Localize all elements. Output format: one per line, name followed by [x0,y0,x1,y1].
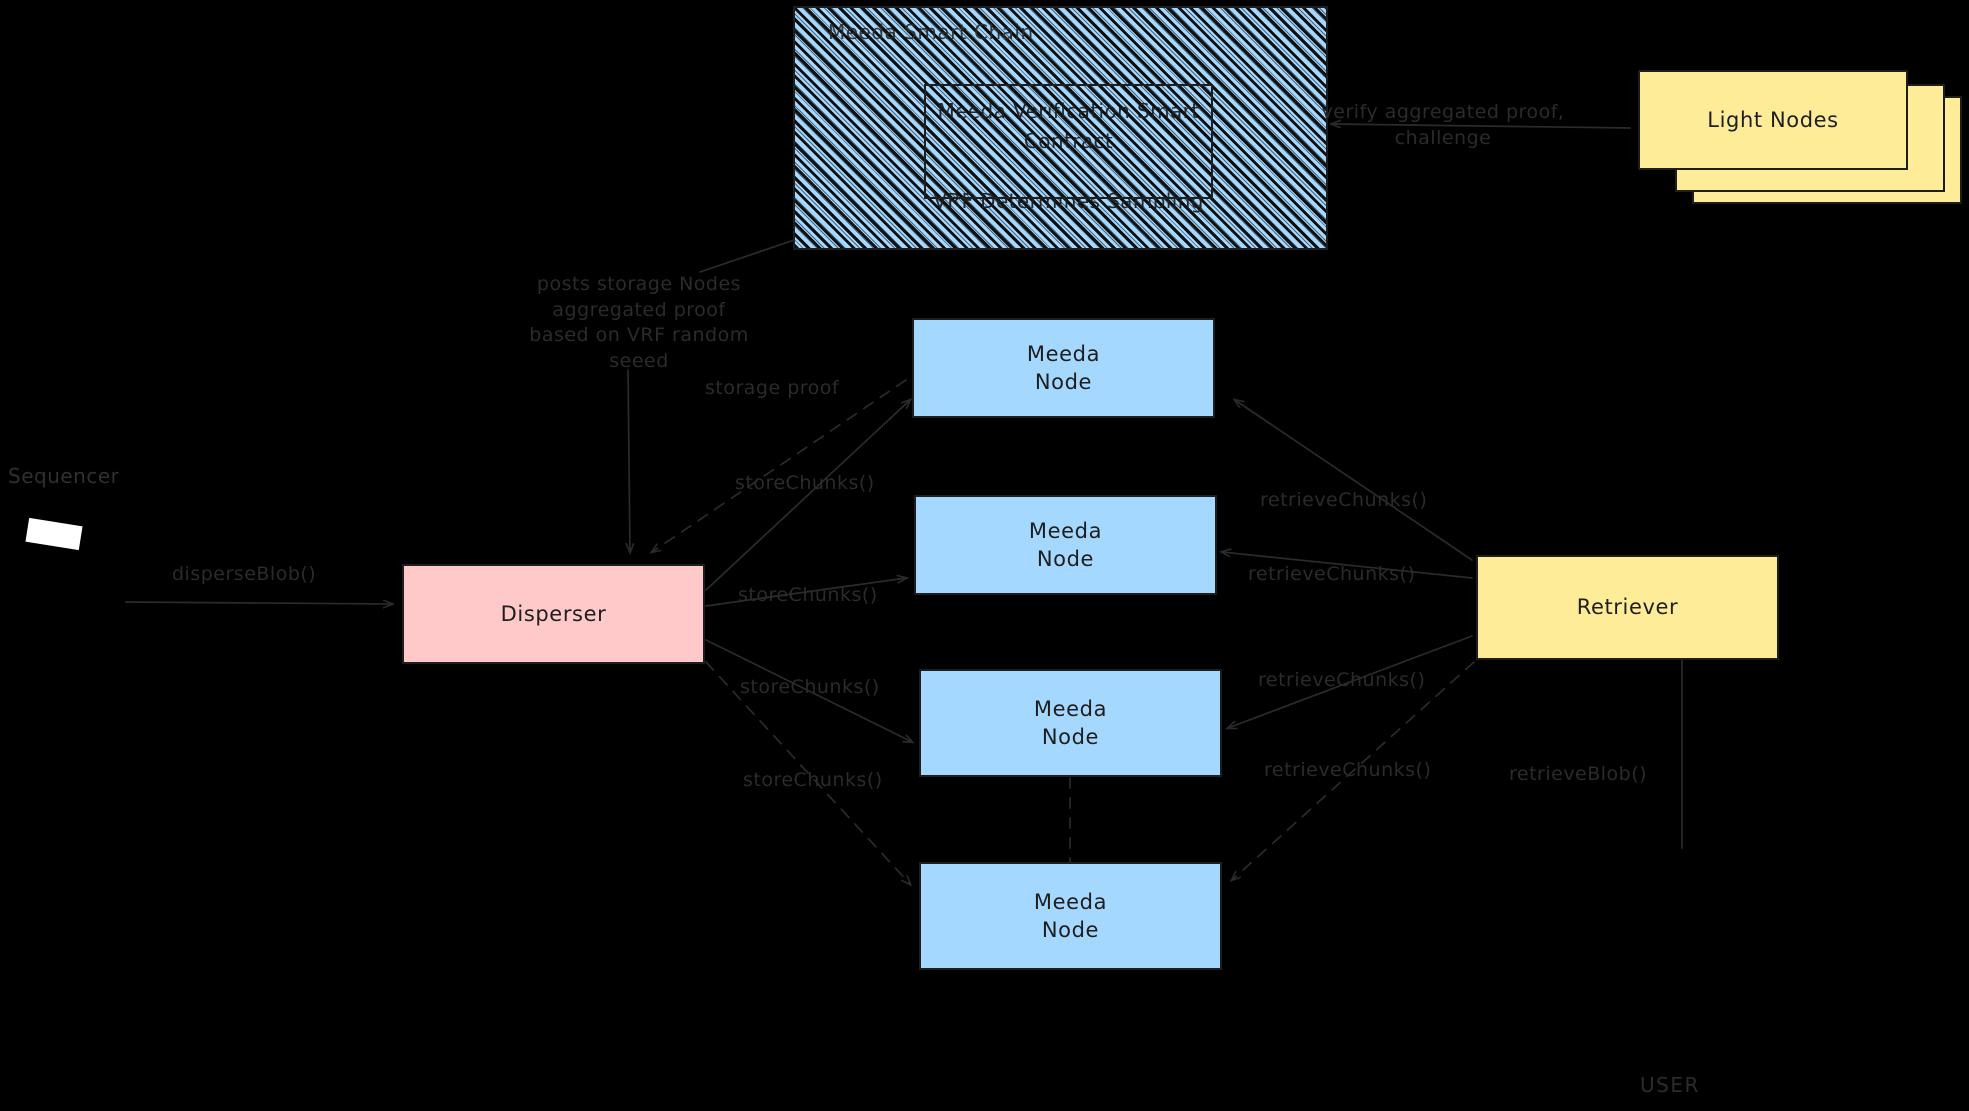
edge-retrieve-chunks-1 [1235,400,1473,561]
retriever-label: Retriever [1576,595,1679,620]
edge-label-posts-proof: posts storage Nodes aggregated proof bas… [529,273,749,372]
light-nodes-box[interactable]: Light Nodes [1638,70,1908,170]
edge-disperse-blob [125,602,392,604]
edge-label-store-chunks-2: storeChunks() [738,584,878,606]
user-label: USER [1640,1073,1700,1097]
sequencer-chip [25,517,83,551]
meeda-node-label-3: Meeda Node [1033,696,1108,749]
edge-label-retrieve-chunks-3: retrieveChunks() [1258,669,1426,691]
edge-label-verify-proof: verify aggregated proof, challenge [1321,101,1565,149]
edge-storage-proof [652,379,907,552]
meeda-node-box-1[interactable]: Meeda Node [912,318,1215,418]
sequencer-label: Sequencer [8,464,120,488]
meeda-smart-chain-title: Meeda Smart Chain [828,20,1034,44]
edge-label-disperse-blob: disperseBlob() [172,563,317,585]
edge-label-retrieve-blob: retrieveBlob() [1509,763,1648,785]
edge-label-store-chunks-3: storeChunks() [740,676,880,698]
edge-label-storage-proof: storage proof [705,377,840,399]
meeda-node-label-2: Meeda Node [1028,518,1103,571]
meeda-node-box-3[interactable]: Meeda Node [919,669,1222,777]
edge-label-store-chunks-1: storeChunks() [735,472,875,494]
disperser-label: Disperser [500,601,607,626]
meeda-verification-contract-text: Meeda Verification Smart Contract VRF De… [933,99,1204,213]
meeda-node-label-1: Meeda Node [1026,341,1101,394]
meeda-node-label-4: Meeda Node [1033,889,1108,942]
meeda-node-box-4[interactable]: Meeda Node [919,862,1222,970]
edge-label-retrieve-chunks-2: retrieveChunks() [1248,563,1416,585]
edge-label-retrieve-chunks-1: retrieveChunks() [1260,489,1428,511]
edge-label-store-chunks-4: storeChunks() [743,769,883,791]
meeda-verification-contract-box[interactable] [924,84,1213,199]
meeda-node-box-2[interactable]: Meeda Node [914,495,1217,595]
disperser-box[interactable]: Disperser [402,564,705,664]
edge-posts-proof [628,369,630,552]
retriever-box[interactable]: Retriever [1476,555,1779,660]
edge-label-retrieve-chunks-4: retrieveChunks() [1264,759,1432,781]
edge-chain-to-disperser [699,237,801,273]
light-nodes-label: Light Nodes [1707,107,1839,132]
